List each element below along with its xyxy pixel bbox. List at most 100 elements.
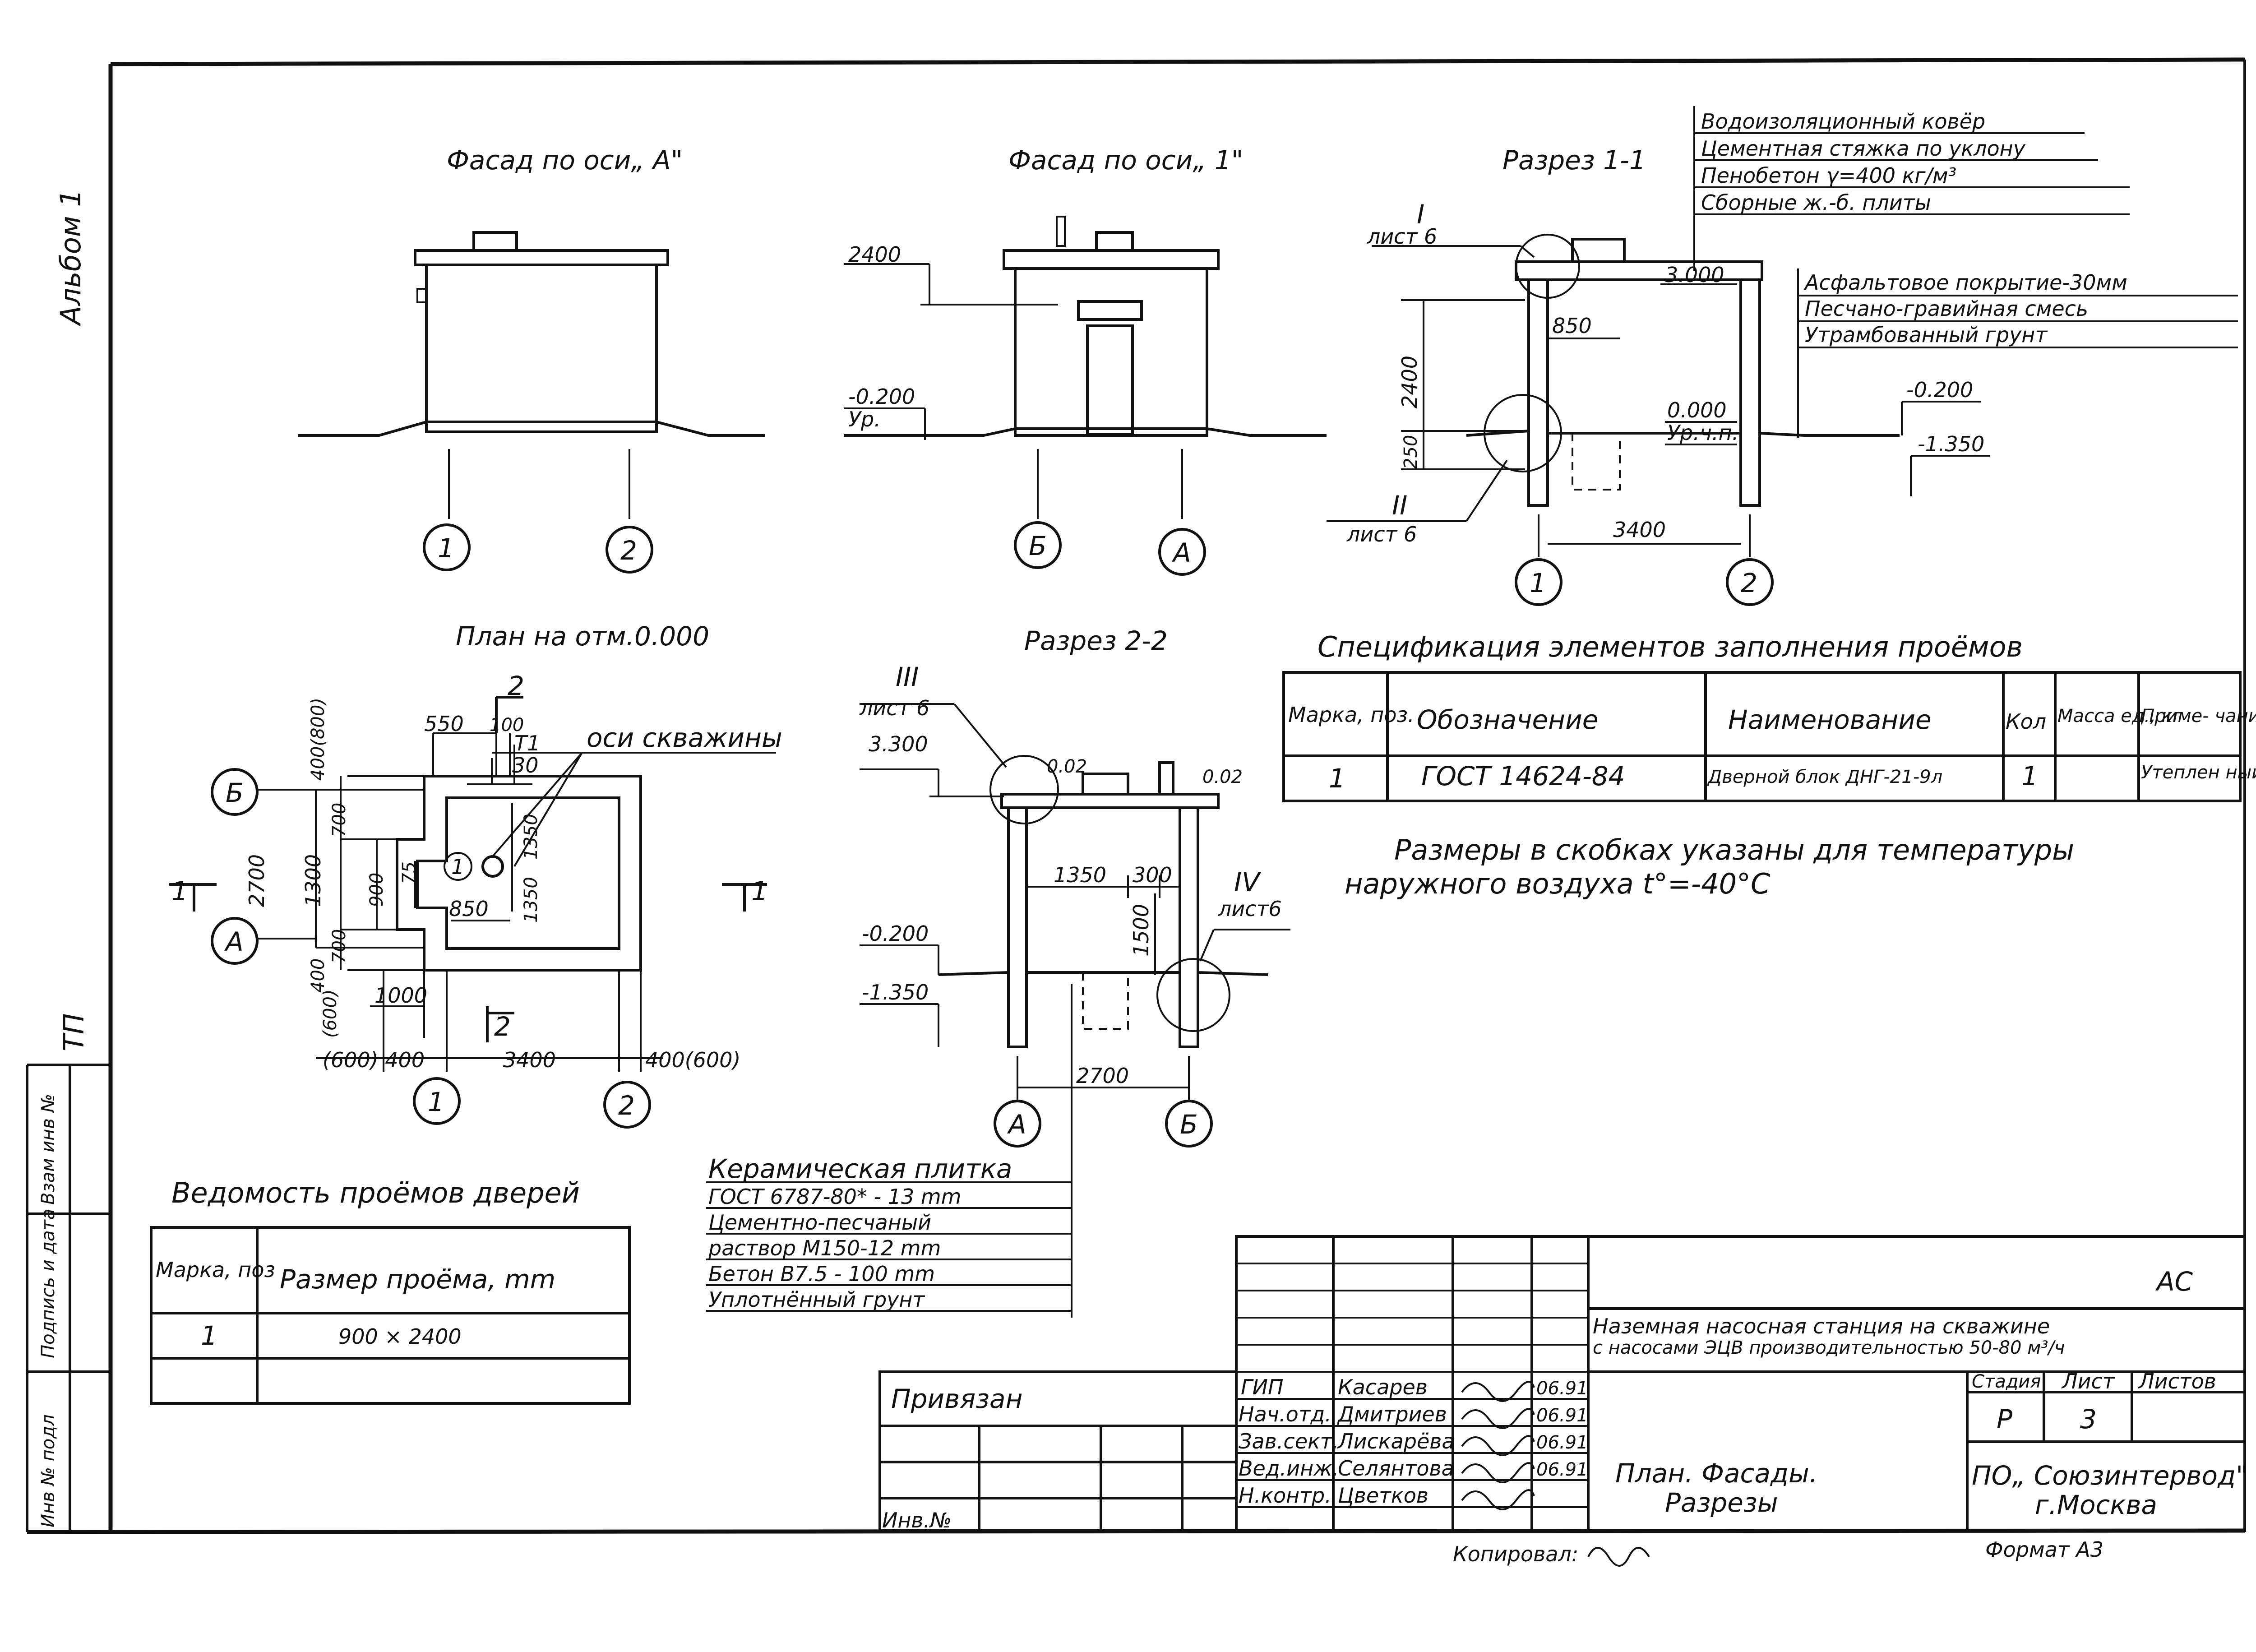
stamp-role-zav: Зав.сект.: [1239, 1429, 1339, 1453]
axis-bubble-b-s22: Б: [1165, 1100, 1213, 1148]
facade-1-dim-2400: 2400: [848, 242, 901, 267]
section-2-2-drawing: [860, 703, 1290, 1101]
section-1-1-title: Разрез 1-1: [1502, 145, 1646, 176]
slope-right: 0.02: [1202, 767, 1243, 787]
stamp-sheet-title-2: Разрезы: [1665, 1487, 1778, 1518]
plan-dim-bottom-mid: 3400: [503, 1048, 556, 1072]
signature-scribbles: [1461, 1381, 1535, 1510]
plan-dim-700a: 700: [329, 803, 350, 837]
stamp-stadia-label: Стадия: [1972, 1371, 2041, 1392]
spec-row-mark: 1: [1329, 763, 1345, 794]
callout-IV: IV: [1234, 867, 1262, 898]
svg-text:Б: Б: [1180, 1109, 1198, 1140]
ground-layers-leader: [1797, 268, 2238, 438]
svg-text:Б: Б: [226, 777, 244, 808]
svg-text:А: А: [224, 926, 244, 957]
callout-III: III: [896, 662, 919, 692]
doors-head-mark: Марка, поз: [156, 1258, 275, 1282]
spec-row-note: Утеплен ный: [2141, 762, 2256, 783]
plan-dim-1350b: 1350: [521, 877, 541, 923]
floor-layers-leader: [706, 984, 1073, 1318]
spec-head-name: Наименование: [1728, 704, 1932, 735]
axis-bubble-b-plan: Б: [211, 768, 259, 816]
dim-250: 250: [1401, 435, 1421, 469]
title-block-grid: [878, 1235, 2246, 1532]
plan-dim-700b: 700: [329, 929, 350, 963]
roof-layers-leader: [1693, 106, 2130, 271]
plan-dim-75: 75: [399, 861, 420, 884]
spec-table-grid: [1282, 671, 2242, 802]
margin-inv-podl: Инв № подл: [38, 1414, 59, 1527]
svg-text:1: 1: [1530, 568, 1546, 598]
stamp-date-3: 06.91: [1536, 1432, 1588, 1453]
callout-III-sheet: лист 6: [859, 696, 929, 720]
doors-row-mark: 1: [201, 1320, 217, 1351]
axis-bubble-a-facade: А: [1158, 528, 1206, 576]
doors-head-size: Размер проёма, mm: [280, 1264, 555, 1295]
floor-layer-4: раствор М150-12 mm: [708, 1236, 941, 1260]
plan-dim-bottom-left: (600) 400: [323, 1048, 425, 1072]
axis-bubble-1-plan: 1: [413, 1077, 461, 1125]
stamp-project-1: Наземная насосная станция на скважине: [1593, 1314, 2050, 1338]
plan-dim-1300: 1300: [301, 854, 325, 907]
axis-bubble-1: 1: [423, 523, 471, 571]
stamp-sheet-title-1: План. Фасады.: [1615, 1458, 1817, 1489]
margin-podpis: Подпись и дата: [38, 1209, 59, 1358]
callout-II: II: [1392, 490, 1407, 521]
doors-title: Ведомость проёмов дверей: [171, 1176, 580, 1209]
roof-layer-4: Сборные ж.-б. плиты: [1701, 190, 1931, 215]
dim-300-s22: 300: [1133, 863, 1172, 887]
plan-dim-600: (600): [320, 989, 341, 1038]
spec-head-note: Приме- чание: [2141, 706, 2256, 727]
plan-section-mark-left: 1: [171, 876, 188, 907]
facade-1-dim-ground: -0.200: [848, 384, 915, 409]
elev-m0200-s11: -0.200: [1906, 378, 1973, 402]
stamp-name-1: Касарев: [1338, 1375, 1428, 1399]
plan-dim-1350a: 1350: [521, 814, 541, 860]
stamp-name-2: Дмитриев: [1337, 1402, 1447, 1426]
stamp-privyazan: Привязан: [891, 1384, 1023, 1414]
stamp-list: 3: [2080, 1404, 2097, 1435]
plan-dim-2700: 2700: [245, 854, 269, 907]
spec-row-designation: ГОСТ 14624-84: [1421, 761, 1625, 791]
svg-text:1: 1: [451, 855, 464, 879]
plan-drawing: [169, 696, 776, 1072]
roof-layer-1: Водоизоляционный ковёр: [1701, 109, 1985, 134]
plan-dim-900: 900: [366, 873, 387, 907]
plan-dim-bottom-right: 400(600): [645, 1048, 741, 1072]
plan-wells-label: оси скважины: [587, 722, 782, 753]
doors-table-grid: [150, 1226, 631, 1405]
stamp-inv-no: Инв.№: [882, 1508, 952, 1532]
plan-well-1: 1: [444, 852, 472, 881]
axis-bubble-2-s11: 2: [1726, 558, 1774, 606]
dim-850-s11: 850: [1552, 314, 1592, 338]
slope-left: 0.02: [1047, 756, 1087, 777]
facade-a-title: Фасад по оси„ А": [447, 145, 683, 176]
floor-layer-5: Бетон В7.5 - 100 mm: [708, 1262, 935, 1286]
axis-bubble-b-facade: Б: [1014, 521, 1062, 569]
plan-dim-t1: Т1: [514, 731, 540, 755]
elev-3000: 3.000: [1665, 263, 1724, 287]
stamp-org-1: ПО„ Союзинтервод": [1972, 1460, 2248, 1491]
footer-copied: Копировал:: [1453, 1542, 1578, 1566]
callout-II-sheet: лист 6: [1346, 522, 1417, 546]
spec-head-qty: Кол: [2006, 709, 2046, 734]
margin-tp: ТП: [57, 1013, 90, 1052]
svg-text:Б: Б: [1029, 531, 1047, 561]
dim-1350-s22: 1350: [1054, 863, 1106, 887]
elev-m1350-s22: -1.350: [862, 980, 929, 1004]
axis-bubble-1-s11: 1: [1515, 558, 1563, 606]
section-2-2-title: Разрез 2-2: [1024, 625, 1168, 656]
floor-layer-6: Уплотнённый грунт: [708, 1287, 925, 1312]
floor-layer-1: Керамическая плитка: [708, 1153, 1012, 1184]
svg-text:А: А: [1007, 1109, 1026, 1140]
facade-1-dim-ur: Ур.: [848, 407, 881, 431]
plan-dim-400b: 400: [308, 958, 328, 993]
svg-text:1: 1: [438, 533, 454, 564]
facade-a-drawing: [298, 231, 765, 519]
ground-layer-3: Утрамбованный грунт: [1805, 323, 2048, 347]
spec-title: Спецификация элементов заполнения проёмо…: [1318, 630, 2023, 663]
stamp-date-2: 06.91: [1536, 1405, 1588, 1426]
floor-layer-3: Цементно-песчаный: [708, 1210, 931, 1235]
callout-I-sheet: лист 6: [1367, 224, 1437, 249]
